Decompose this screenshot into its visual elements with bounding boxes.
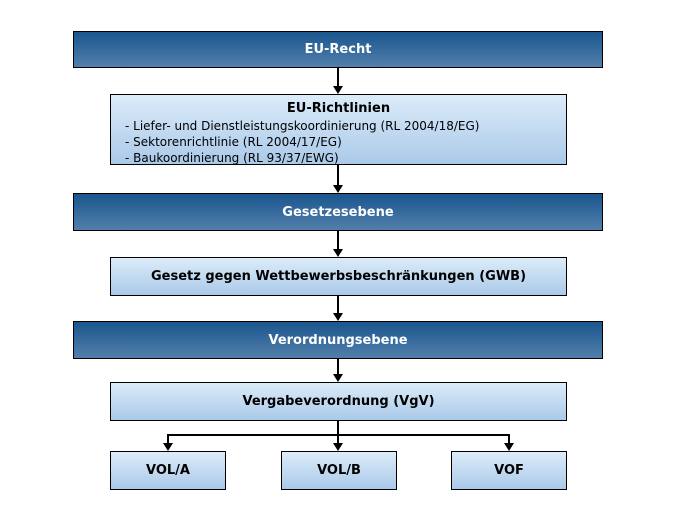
connector-line-2 [337, 165, 339, 185]
box-vol-a-label: VOL/A [146, 463, 190, 478]
box-vof: VOF [451, 451, 567, 490]
box-gwb: Gesetz gegen Wettbewerbsbeschränkungen (… [110, 257, 567, 296]
eu-richtlinien-item: - Sektorenrichtlinie (RL 2004/17/EG) [125, 135, 342, 149]
arrowhead-down-icon [333, 249, 343, 257]
box-vgv-label: Vergabeverordnung (VgV) [242, 394, 435, 409]
arrowhead-down-icon [333, 313, 343, 321]
box-eu-recht-label: EU-Recht [304, 42, 372, 57]
box-eu-recht: EU-Recht [73, 31, 603, 68]
arrowhead-down-icon [333, 443, 343, 451]
branch-drop-right [508, 434, 510, 443]
box-eu-richtlinien: EU-Richtlinien - Liefer- und Dienstleist… [110, 94, 567, 165]
eu-richtlinien-item: - Liefer- und Dienstleistungskoordinieru… [125, 119, 480, 133]
branch-drop-left [167, 434, 169, 443]
box-vol-b: VOL/B [281, 451, 397, 490]
branch-drop-center [337, 434, 339, 443]
box-vof-label: VOF [494, 463, 524, 478]
arrowhead-down-icon [333, 86, 343, 94]
box-gwb-label: Gesetz gegen Wettbewerbsbeschränkungen (… [150, 269, 527, 284]
box-vol-b-label: VOL/B [317, 463, 361, 478]
arrowhead-down-icon [163, 443, 173, 451]
box-vol-a: VOL/A [110, 451, 226, 490]
connector-line-3 [337, 231, 339, 249]
box-verordnungsebene-label: Verordnungsebene [268, 332, 408, 348]
arrowhead-down-icon [504, 443, 514, 451]
connector-line-1 [337, 68, 339, 86]
arrowhead-down-icon [333, 374, 343, 382]
box-gesetzesebene: Gesetzesebene [73, 193, 603, 231]
box-verordnungsebene: Verordnungsebene [73, 321, 603, 359]
box-gesetzesebene-label: Gesetzesebene [282, 204, 394, 220]
arrowhead-down-icon [333, 185, 343, 193]
box-vgv: Vergabeverordnung (VgV) [110, 382, 567, 421]
connector-line-5 [337, 359, 339, 374]
branch-stem-line [337, 421, 339, 435]
connector-line-4 [337, 296, 339, 313]
eu-richtlinien-item: - Baukoordinierung (RL 93/37/EWG) [125, 151, 339, 165]
box-eu-richtlinien-title: EU-Richtlinien [286, 101, 391, 116]
